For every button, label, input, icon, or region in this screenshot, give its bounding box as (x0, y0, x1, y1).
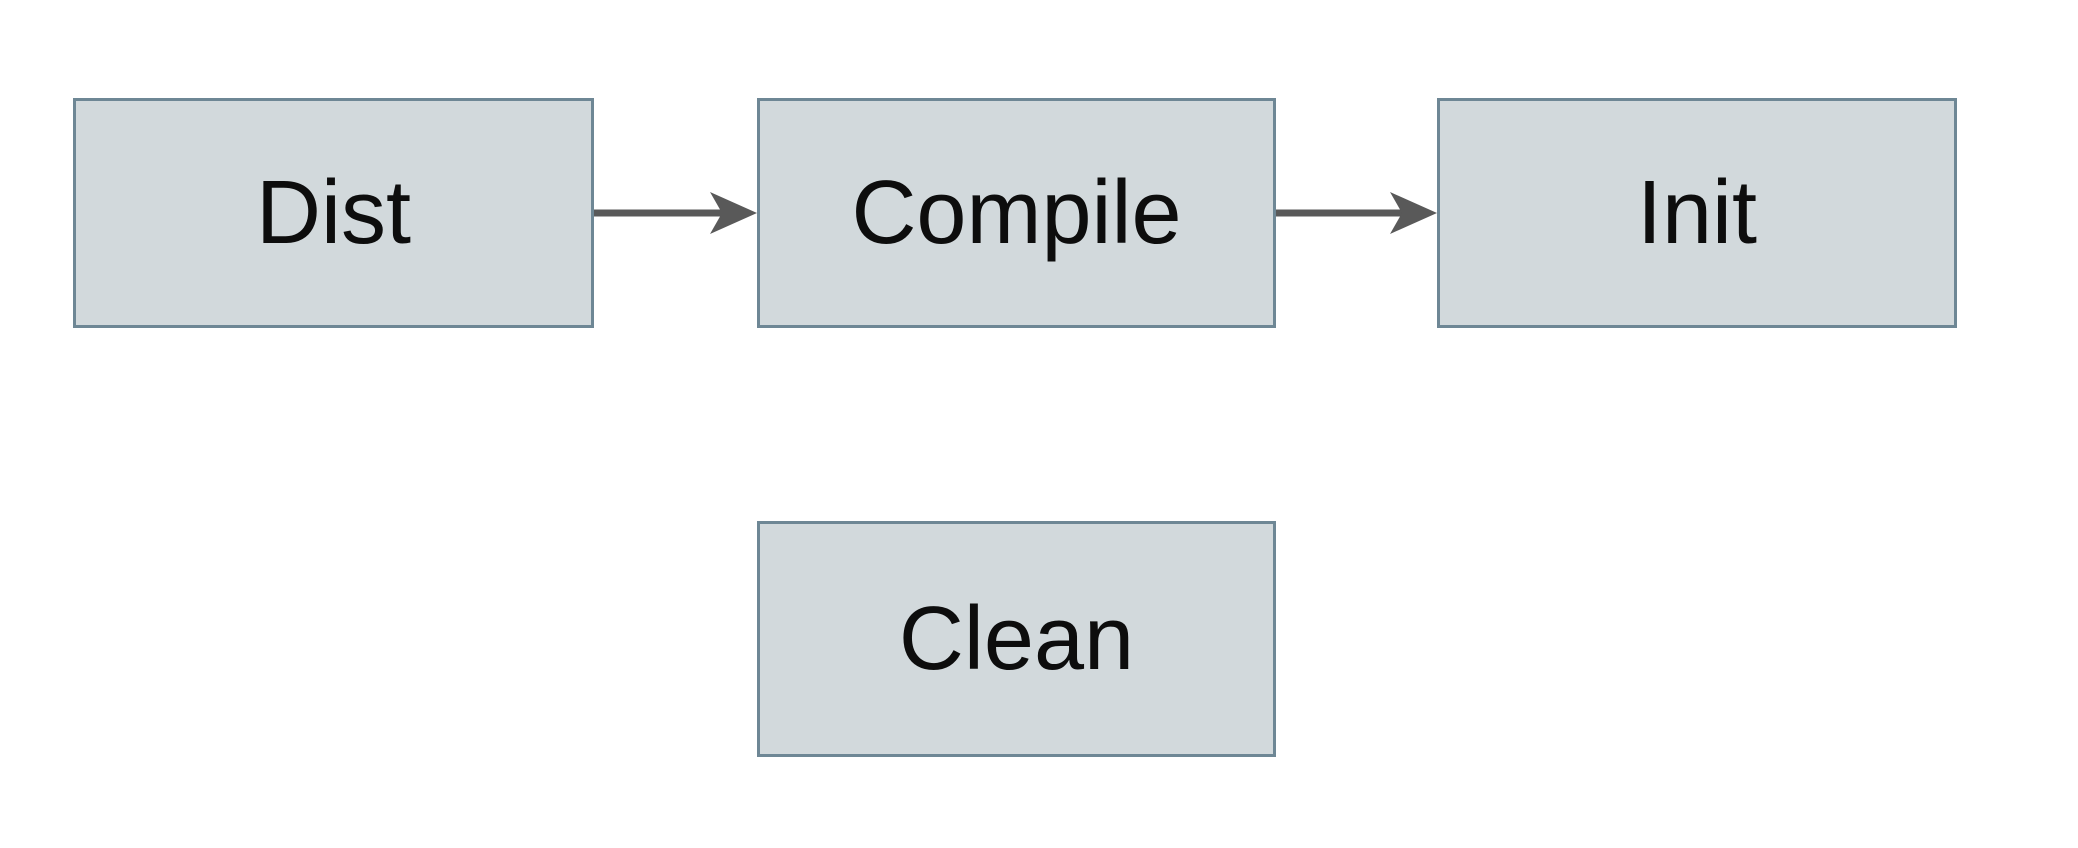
node-compile: Compile (757, 98, 1276, 328)
node-init-label: Init (1636, 163, 1758, 263)
node-init: Init (1437, 98, 1957, 328)
arrow-icon (1276, 192, 1437, 234)
node-clean: Clean (757, 521, 1276, 757)
node-clean-label: Clean (898, 589, 1135, 689)
arrow-dist-to-compile (594, 183, 757, 243)
node-dist: Dist (73, 98, 594, 328)
arrow-compile-to-init (1276, 183, 1437, 243)
arrow-icon (594, 192, 757, 234)
node-compile-label: Compile (851, 163, 1182, 263)
node-dist-label: Dist (256, 163, 411, 263)
